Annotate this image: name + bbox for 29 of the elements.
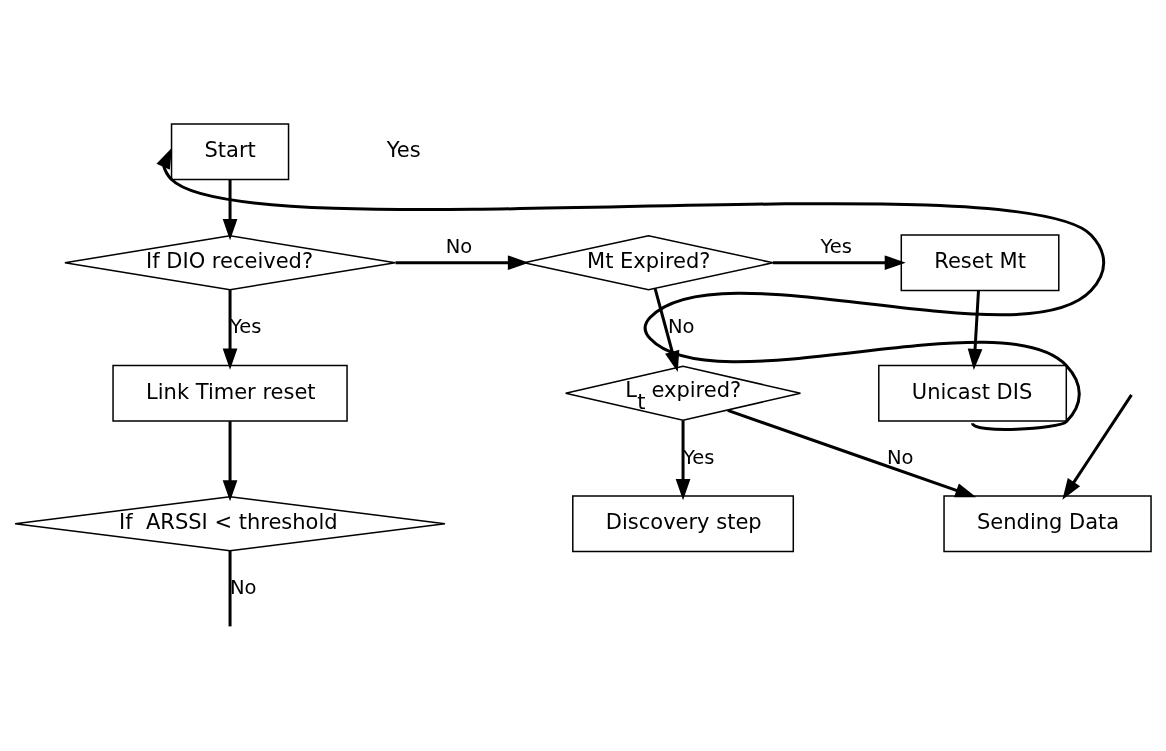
node-box: Reset Mt	[900, 233, 1060, 291]
edge-label: No	[230, 575, 257, 599]
arrow	[772, 254, 906, 270]
arrow	[675, 420, 691, 500]
arrow	[727, 408, 977, 497]
label: Yes	[386, 137, 421, 162]
arrow	[653, 287, 680, 372]
edge-label: Yes	[683, 445, 715, 469]
edge-label: No	[668, 314, 695, 338]
connector	[228, 550, 232, 626]
edge-label: Yes	[230, 314, 262, 338]
arrow	[967, 290, 983, 370]
node-diamond: Mt Expired?	[523, 234, 774, 290]
arrow	[1062, 393, 1133, 500]
node-box: Sending Data	[943, 494, 1152, 552]
node-box: Start	[170, 122, 290, 180]
arrow	[222, 420, 238, 501]
arrow	[156, 147, 1105, 431]
arrow	[222, 289, 238, 370]
node-box: Link Timer reset	[112, 364, 348, 422]
arrow	[222, 179, 238, 240]
arrow	[395, 254, 529, 270]
edge-label: No	[887, 445, 914, 469]
edge-label: No	[445, 234, 473, 258]
node-diamond: If DIO received?	[64, 234, 396, 290]
node-box: Discovery step	[572, 494, 795, 552]
node-box: Unicast DIS	[878, 364, 1068, 422]
node-diamond: If ARSSI < threshold	[14, 495, 446, 551]
edge-label: Yes	[820, 234, 852, 258]
